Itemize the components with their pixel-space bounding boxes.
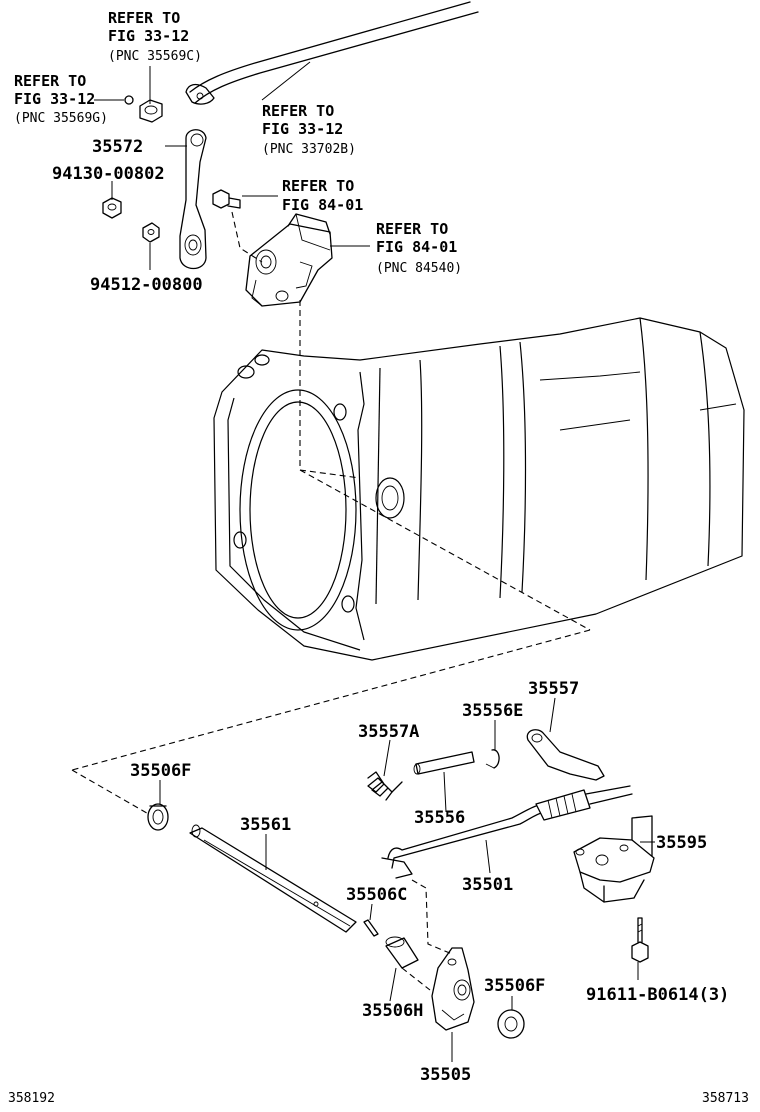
bolt-91611-drawing [631,917,649,963]
reference-callout-4: REFER TO FIG 84-01 [282,177,363,214]
part-label-91611-b0614: 91611-B0614(3) [586,985,729,1005]
ref1-line2: FIG 33-12 [108,27,189,45]
lever-35572-drawing [179,129,207,270]
lever-35557-drawing [526,729,605,781]
neutral-switch-drawing [245,213,333,307]
cable-35501-drawing [381,785,633,879]
part-label-35505: 35505 [420,1065,471,1085]
washer-35569g-drawing [124,95,134,105]
pin-35506c-drawing [363,919,379,937]
e-ring-35556e-drawing [485,749,500,769]
bushing-35506h-drawing [385,936,419,969]
part-label-35557: 35557 [528,679,579,699]
ref4-line2: FIG 84-01 [282,196,363,214]
ref5-line2: FIG 84-01 [376,238,457,256]
nut-35569c-drawing [139,99,163,123]
oil-seal-35506f-top-drawing [147,803,169,831]
transmission-case-drawing [213,317,745,661]
ref1-line1: REFER TO [108,9,180,27]
part-label-35572: 35572 [92,137,143,157]
reference-callout-3: REFER TO FIG 33-12 (PNC 33702B) [262,102,356,157]
ref3-line2: FIG 33-12 [262,120,343,138]
reference-callout-1: REFER TO FIG 33-12 (PNC 35569C) [108,9,202,64]
oil-seal-35506f-bottom-drawing [497,1009,525,1039]
part-label-35506f-top: 35506F [130,761,191,781]
ref2-line1: REFER TO [14,72,86,90]
ref3-line1: REFER TO [262,102,334,120]
ref2-line2: FIG 33-12 [14,90,95,108]
ref1-pnc: (PNC 35569C) [108,49,202,64]
lever-35505-drawing [431,947,475,1031]
ref4-line1: REFER TO [282,177,354,195]
leader-lines [94,61,655,1062]
ref2-pnc: (PNC 35569G) [14,111,108,126]
part-label-35595: 35595 [656,833,707,853]
ref5-line1: REFER TO [376,220,448,238]
footer-right-code: 358713 [702,1091,749,1106]
part-label-94512-00800: 94512-00800 [90,275,203,295]
part-label-35561: 35561 [240,815,291,835]
part-label-35506f-bottom: 35506F [484,976,545,996]
part-label-35556: 35556 [414,808,465,828]
spring-35557a-drawing [367,771,403,801]
shaft-35561-drawing [189,824,357,933]
part-label-94130-00802: 94130-00802 [52,164,165,184]
bracket-35595-drawing [573,815,655,903]
control-rod-drawing [185,1,479,105]
part-label-35556e: 35556E [462,701,523,721]
part-label-35506h: 35506H [362,1001,423,1021]
washer-94512-drawing [142,222,160,243]
reference-callout-5: REFER TO FIG 84-01 (PNC 84540) [376,220,462,276]
bolt-84-01-drawing [212,189,241,209]
nut-94130-drawing [102,197,122,219]
pin-35556-drawing [413,751,475,775]
ref3-pnc: (PNC 33702B) [262,142,356,157]
ref5-pnc: (PNC 84540) [376,261,462,276]
part-label-35501: 35501 [462,875,513,895]
footer-left-code: 358192 [8,1091,55,1106]
part-label-35557a: 35557A [358,722,419,742]
reference-callout-2: REFER TO FIG 33-12 (PNC 35569G) [14,72,108,126]
part-label-35506c: 35506C [346,885,407,905]
